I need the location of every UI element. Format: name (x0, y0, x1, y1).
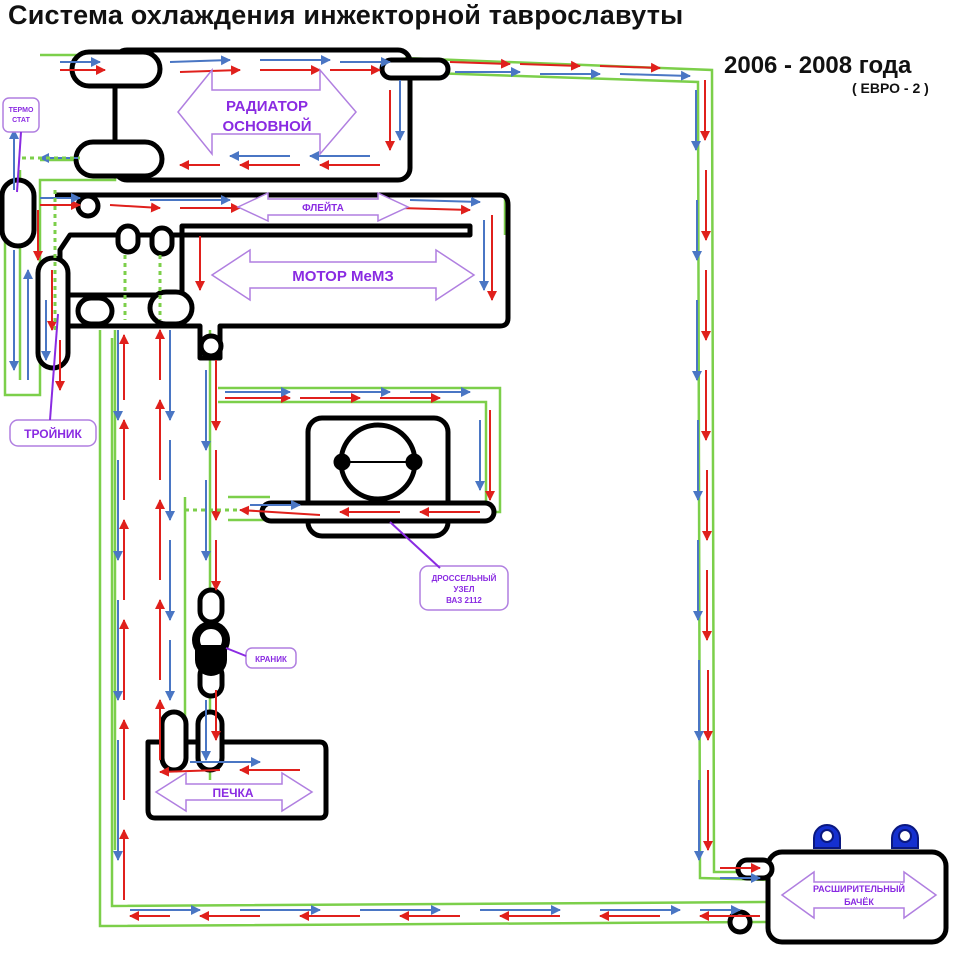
tank-label-line2: БАЧЁК (844, 897, 874, 907)
years-label: 2006 - 2008 года (724, 52, 912, 79)
motor-outlet-fitting (198, 333, 224, 359)
heater-fitting-left (159, 709, 189, 773)
motor-fitting-3 (115, 223, 141, 255)
thermostat-label-line2: СТАТ (12, 117, 30, 124)
throttle-label-line3: ВАЗ 2112 (446, 596, 482, 605)
throttle-valve-icon (333, 422, 423, 502)
throttle-label-line2: УЗЕЛ (454, 585, 475, 594)
throttle-label-line1: ДРОССЕЛЬНЫЙ (432, 574, 497, 583)
flute-fitting-start (75, 193, 101, 219)
radiator-outlet-top (379, 57, 451, 81)
flute-label-group: ФЛЕЙТА (236, 191, 410, 223)
cold-flow-arrows (9, 55, 761, 915)
tank-body (765, 849, 949, 945)
flute-label: ФЛЕЙТА (302, 201, 344, 214)
radiator-label-group: РАДИАТОР ОСНОВНОЙ (177, 67, 357, 157)
valve-label: КРАНИК (255, 655, 287, 664)
component-outlines (55, 47, 949, 945)
throttle-body (305, 415, 451, 539)
tee-callout: ТРОЙНИК (9, 313, 97, 447)
hose-tank-to-return (110, 338, 771, 908)
motor-fitting-4 (149, 225, 175, 257)
heater-body (145, 739, 329, 821)
valve-top-fitting (197, 587, 225, 625)
radiator-body (112, 47, 413, 183)
motor-fitting-1 (75, 295, 115, 327)
tank-caps-icon (813, 824, 919, 849)
hose-radiator-to-tank (404, 56, 770, 874)
thermostat-callout: ТЕРМО СТАТ (2, 97, 40, 193)
throttle-callout: ДРОССЕЛЬНЫЙ УЗЕЛ ВАЗ 2112 (389, 521, 509, 611)
tee-label: ТРОЙНИК (24, 426, 82, 441)
radiator-label-line1: РАДИАТОР (226, 98, 308, 115)
tank-label-group: РАСШИРИТЕЛЬНЫЙ БАЧЁК (780, 870, 938, 920)
valve-callout: КРАНИК (225, 647, 297, 669)
hot-flow-arrows (33, 58, 761, 921)
heater-label: ПЕЧКА (212, 786, 253, 800)
euro-norm-label: ( ЕВРО - 2 ) (852, 80, 929, 96)
motor-block (55, 192, 511, 361)
page-title: Система охлаждения инжекторной таврослав… (8, 0, 684, 30)
thermostat-label-line1: ТЕРМО (9, 107, 34, 114)
tank-label-line1: РАСШИРИТЕЛЬНЫЙ (813, 883, 905, 894)
green-dotted-links (22, 156, 240, 512)
motor-label-group: МОТОР МеМЗ (210, 248, 476, 302)
heater-label-group: ПЕЧКА (154, 771, 314, 813)
motor-label: МОТОР МеМЗ (292, 268, 394, 285)
motor-fitting-2 (147, 289, 195, 327)
valve-icon (192, 621, 230, 676)
radiator-fitting-bottom (73, 139, 165, 179)
radiator-label-line2: ОСНОВНОЙ (222, 117, 311, 135)
